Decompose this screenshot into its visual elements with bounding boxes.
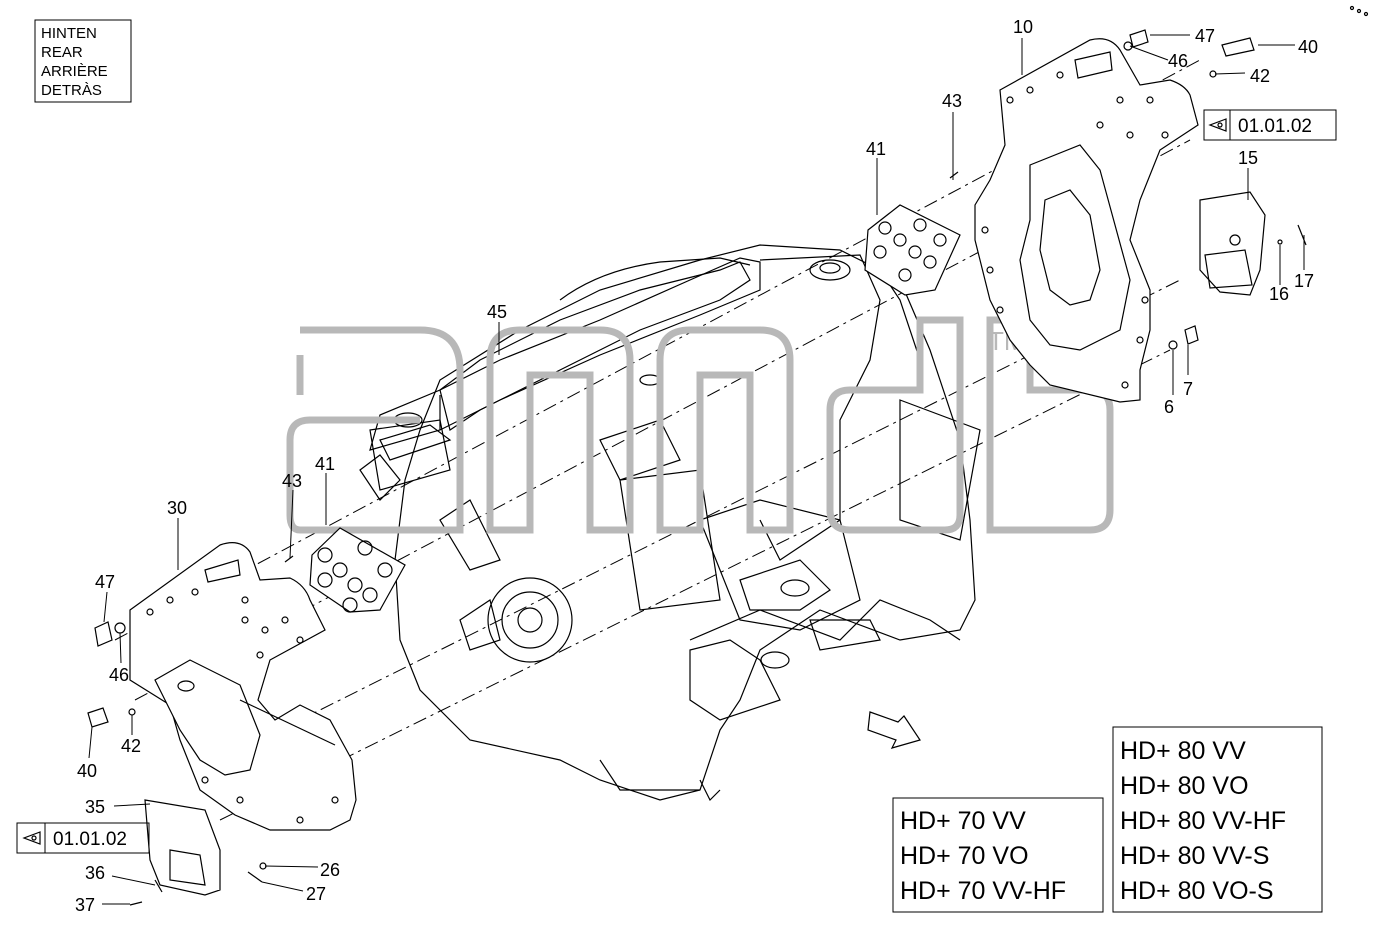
model-box-70: HD+ 70 VV HD+ 70 VO HD+ 70 VV-HF bbox=[892, 797, 1104, 913]
callout-15: 15 bbox=[1238, 148, 1258, 168]
callout-41-mid: 41 bbox=[315, 454, 335, 474]
callout-6: 6 bbox=[1164, 397, 1174, 417]
guard-plate-part-30 bbox=[129, 542, 357, 831]
callout-10: 10 bbox=[1013, 17, 1033, 37]
callout-27: 27 bbox=[306, 884, 326, 904]
callout-40-top: 40 bbox=[1298, 37, 1318, 57]
callout-47-top: 47 bbox=[1195, 26, 1215, 46]
callout-42-left: 42 bbox=[121, 736, 141, 756]
callout-42-top: 42 bbox=[1250, 66, 1270, 86]
fasteners bbox=[87, 29, 1307, 906]
model-80-2: HD+ 80 VV-HF bbox=[1120, 807, 1286, 835]
model-box-80: HD+ 80 VV HD+ 80 VO HD+ 80 VV-HF HD+ 80 … bbox=[1112, 726, 1323, 913]
callout-30: 30 bbox=[167, 498, 187, 518]
model-80-3: HD+ 80 VV-S bbox=[1120, 842, 1269, 870]
bracket-part-35 bbox=[144, 799, 221, 896]
callout-35: 35 bbox=[85, 797, 105, 817]
callout-26: 26 bbox=[320, 860, 340, 880]
main-housing bbox=[359, 244, 981, 802]
model-80-4: HD+ 80 VO-S bbox=[1120, 877, 1274, 905]
rail-part-45 bbox=[369, 257, 761, 461]
callout-43-mid: 43 bbox=[282, 471, 302, 491]
orientation-box: HINTEN REAR ARRIÈRE DETRÀS bbox=[34, 19, 132, 103]
model-80-1: HD+ 80 VO bbox=[1120, 772, 1249, 800]
callout-37: 37 bbox=[75, 895, 95, 915]
callout-45: 45 bbox=[487, 302, 507, 322]
eye-icon-bottom bbox=[22, 831, 41, 845]
plate-bolt-holes bbox=[981, 71, 1169, 389]
callout-16: 16 bbox=[1269, 284, 1289, 304]
guard-plate-part-10 bbox=[974, 38, 1199, 403]
callout-46-top: 46 bbox=[1168, 51, 1188, 71]
bushing-pack-upper bbox=[864, 204, 961, 296]
callout-41-top: 41 bbox=[866, 139, 886, 159]
reference-label-bottom: 01.01.02 bbox=[53, 829, 127, 850]
callout-36: 36 bbox=[85, 863, 105, 883]
orientation-label-de: HINTEN bbox=[41, 25, 97, 42]
watermark-logo: TM bbox=[286, 316, 1114, 534]
callout-40-left: 40 bbox=[77, 761, 97, 781]
callouts: 10 47 40 46 42 43 41 15 16 17 6 7 45 41 … bbox=[75, 17, 1318, 915]
callout-47-left: 47 bbox=[95, 572, 115, 592]
orientation-label-fr: ARRIÈRE bbox=[41, 63, 108, 80]
orientation-label-es: DETRÀS bbox=[41, 82, 102, 99]
model-70-1: HD+ 70 VO bbox=[900, 842, 1029, 870]
left-plate-bolt-holes bbox=[146, 588, 339, 824]
callout-7: 7 bbox=[1183, 379, 1193, 399]
bracket-part-15 bbox=[1199, 191, 1266, 296]
callout-17: 17 bbox=[1294, 271, 1314, 291]
direction-arrow-icon bbox=[867, 711, 921, 749]
model-70-2: HD+ 70 VV-HF bbox=[900, 877, 1066, 905]
reference-box-bottom[interactable]: 01.01.02 bbox=[16, 822, 150, 854]
reference-box-top[interactable]: 01.01.02 bbox=[1203, 109, 1337, 141]
model-70-0: HD+ 70 VV bbox=[900, 807, 1026, 835]
eye-icon-top bbox=[1208, 118, 1227, 132]
reference-label-top: 01.01.02 bbox=[1238, 116, 1312, 137]
callout-43-top: 43 bbox=[942, 91, 962, 111]
orientation-label-en: REAR bbox=[41, 44, 83, 61]
corner-marks bbox=[1349, 5, 1369, 17]
model-80-0: HD+ 80 VV bbox=[1120, 737, 1246, 765]
bushing-pack-middle bbox=[309, 527, 406, 613]
leader-lines bbox=[88, 34, 1305, 905]
callout-46-left: 46 bbox=[109, 665, 129, 685]
